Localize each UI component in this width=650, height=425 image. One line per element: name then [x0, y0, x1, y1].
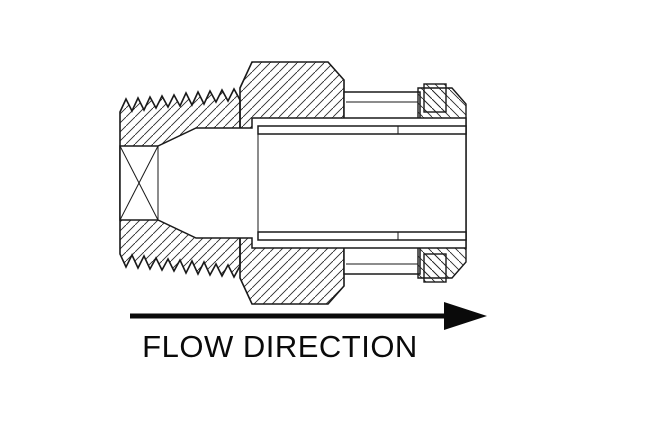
flow-arrow-head: [444, 302, 487, 330]
nut-notch-top: [423, 83, 447, 113]
nut-notch-bottom: [423, 253, 447, 283]
seat-cone-diagonal: [119, 145, 159, 221]
inserted-tube: [257, 125, 467, 241]
flow-direction-label: FLOW DIRECTION: [142, 329, 418, 364]
bore-cavity: [119, 117, 467, 249]
flow-arrow: [130, 302, 487, 330]
